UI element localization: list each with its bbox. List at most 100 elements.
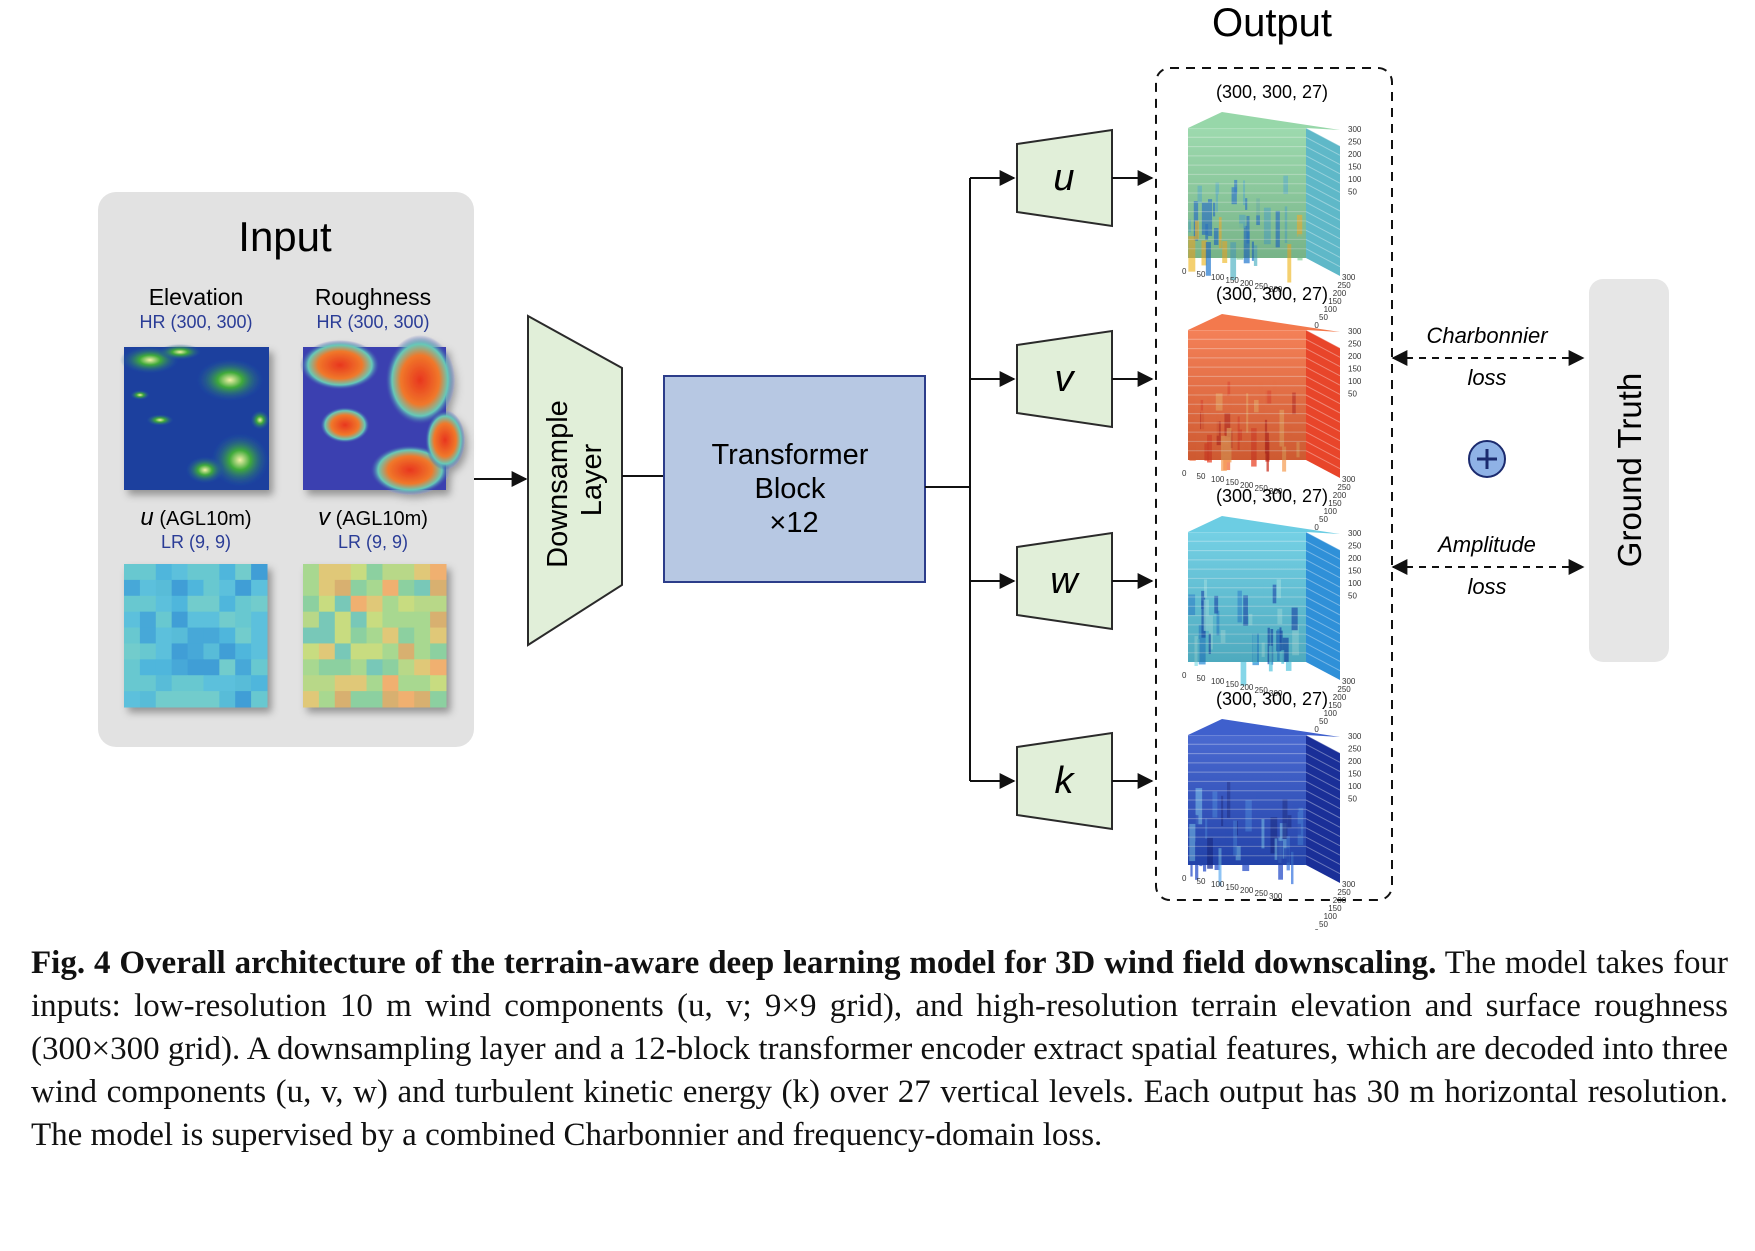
transformer-block [663, 375, 926, 583]
output-shape-label: (300, 300, 27) [1216, 284, 1328, 304]
y-tick-label: 50 [1319, 920, 1328, 929]
z-tick-label: 250 [1348, 745, 1362, 754]
downsample-layer [527, 314, 623, 647]
x-tick-label: 200 [1240, 481, 1254, 490]
x-tick-label: 250 [1255, 484, 1269, 493]
caption-body: The model takes four inputs: low-resolut… [31, 945, 1728, 1153]
x-tick-label: 200 [1240, 683, 1254, 692]
z-tick-label: 100 [1348, 782, 1362, 791]
y-tick-label: 150 [1328, 297, 1342, 306]
decoder-label-w: w [1050, 560, 1080, 602]
x-tick-label: 50 [1197, 877, 1206, 886]
z-tick-label: 300 [1348, 732, 1362, 741]
transformer-label: Transformer Block ×12 [712, 439, 877, 539]
architecture-diagram: Input Elevation HR (300, 300) Roughness … [98, 1, 1669, 930]
roughness-label: Roughness [315, 284, 431, 310]
z-tick-label: 150 [1348, 567, 1362, 576]
decoder-label-u: u [1053, 157, 1074, 199]
x-tick-label: 250 [1255, 889, 1269, 898]
decoder-k: k [1016, 731, 1154, 831]
x-tick-label: 100 [1211, 475, 1225, 484]
elevation-label: Elevation [149, 284, 244, 310]
x-tick-label: 0 [1182, 671, 1187, 680]
elevation-map [120, 344, 270, 490]
y-tick-label: 300 [1342, 475, 1356, 484]
y-tick-label: 150 [1328, 701, 1342, 710]
u-wind-grid [124, 564, 268, 708]
y-tick-label: 0 [1314, 321, 1319, 330]
x-tick-label: 100 [1211, 677, 1225, 686]
output-shape-label: (300, 300, 27) [1216, 689, 1328, 709]
y-tick-label: 300 [1342, 677, 1356, 686]
z-tick-label: 200 [1348, 554, 1362, 563]
ground-truth-box [1589, 279, 1669, 662]
z-tick-label: 250 [1348, 340, 1362, 349]
y-tick-label: 200 [1333, 289, 1347, 298]
decoder-w: w [1016, 531, 1154, 631]
charbonnier-loss-line2: loss [1467, 365, 1506, 390]
downsample-label: Downsample Layer [542, 392, 608, 568]
y-tick-label: 100 [1324, 709, 1338, 718]
ground-truth-label: Ground Truth [1611, 373, 1648, 567]
z-tick-label: 250 [1348, 138, 1362, 147]
x-tick-label: 50 [1197, 472, 1206, 481]
x-tick-label: 0 [1182, 267, 1187, 276]
u-input-sublabel: LR (9, 9) [161, 532, 231, 552]
y-tick-label: 100 [1324, 305, 1338, 314]
y-tick-label: 250 [1337, 281, 1351, 290]
z-tick-label: 300 [1348, 125, 1362, 134]
z-tick-label: 100 [1348, 377, 1362, 386]
roughness-sublabel: HR (300, 300) [316, 312, 429, 332]
x-tick-label: 150 [1226, 276, 1240, 285]
y-tick-label: 100 [1324, 912, 1338, 921]
z-tick-label: 200 [1348, 150, 1362, 159]
y-tick-label: 250 [1337, 685, 1351, 694]
x-tick-label: 150 [1226, 680, 1240, 689]
x-tick-label: 100 [1211, 273, 1225, 282]
decoder-v: v [1016, 329, 1154, 429]
z-tick-label: 50 [1348, 188, 1357, 197]
y-tick-label: 250 [1337, 483, 1351, 492]
decoder-label-k: k [1055, 760, 1076, 802]
v-wind-grid [303, 564, 447, 708]
x-tick-label: 300 [1269, 285, 1283, 294]
output-shape-label: (300, 300, 27) [1216, 82, 1328, 102]
y-tick-label: 300 [1342, 273, 1356, 282]
amplitude-loss-line2: loss [1467, 574, 1506, 599]
y-tick-label: 50 [1319, 313, 1328, 322]
y-tick-label: 0 [1314, 523, 1319, 532]
x-tick-label: 0 [1182, 469, 1187, 478]
y-tick-label: 150 [1328, 904, 1342, 913]
x-tick-label: 250 [1255, 686, 1269, 695]
x-tick-label: 50 [1197, 674, 1206, 683]
caption-title: Fig. 4 Overall architecture of the terra… [31, 945, 1437, 981]
x-tick-label: 50 [1197, 270, 1206, 279]
y-tick-label: 200 [1333, 896, 1347, 905]
z-tick-label: 200 [1348, 352, 1362, 361]
x-tick-label: 250 [1255, 282, 1269, 291]
y-tick-label: 50 [1319, 717, 1328, 726]
x-tick-label: 200 [1240, 279, 1254, 288]
z-tick-label: 150 [1348, 163, 1362, 172]
input-title: Input [238, 213, 332, 260]
roughness-map [300, 335, 465, 495]
v-input-label: v (AGL10m) [318, 504, 428, 531]
branch-connectors [925, 170, 1016, 789]
output-title: Output [1212, 1, 1332, 45]
x-tick-label: 0 [1182, 874, 1187, 883]
x-tick-label: 300 [1269, 689, 1283, 698]
output-shape-label: (300, 300, 27) [1216, 486, 1328, 506]
y-tick-label: 0 [1314, 725, 1319, 734]
z-tick-label: 300 [1348, 529, 1362, 538]
decoder-u: u [1016, 128, 1154, 228]
elevation-sublabel: HR (300, 300) [139, 312, 252, 332]
z-tick-label: 100 [1348, 175, 1362, 184]
x-tick-label: 150 [1226, 883, 1240, 892]
y-tick-label: 0 [1314, 928, 1319, 930]
x-tick-label: 200 [1240, 886, 1254, 895]
z-tick-label: 50 [1348, 795, 1357, 804]
